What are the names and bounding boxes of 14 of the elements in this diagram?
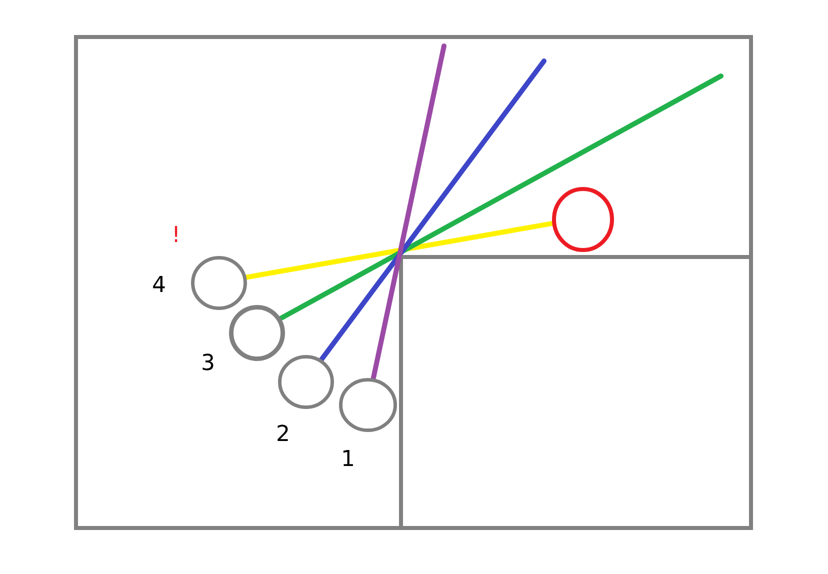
number-label: 1 [341, 449, 355, 471]
sight-line [244, 220, 555, 280]
circle-marker [278, 355, 334, 409]
circle-marker [339, 378, 397, 432]
number-label: 4 [152, 275, 166, 297]
sight-line [278, 74, 724, 321]
number-label: 2 [276, 424, 290, 446]
sight-line [319, 58, 546, 362]
exclamation-mark: ! [172, 225, 180, 247]
circle-marker [552, 186, 614, 252]
circle-marker [229, 305, 285, 361]
number-label: 3 [201, 353, 215, 375]
circle-marker [191, 256, 247, 310]
sight-line [370, 44, 446, 381]
